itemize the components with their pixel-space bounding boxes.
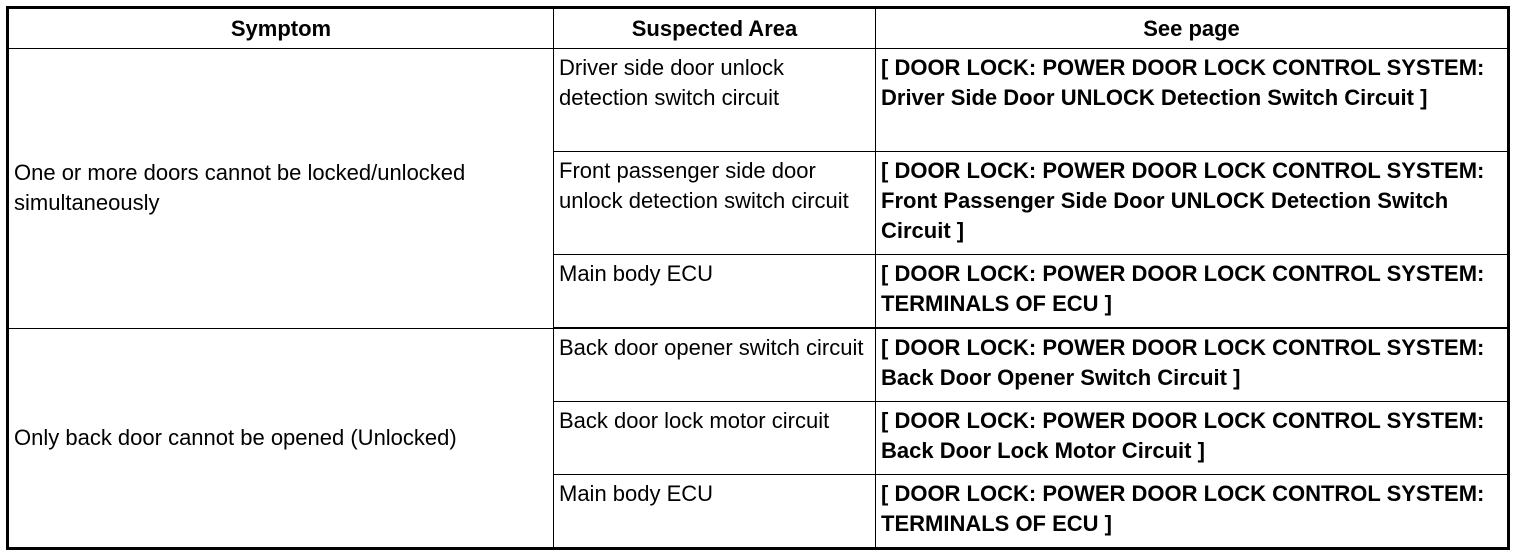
suspected-area-cell: Driver side door unlock detection switch… xyxy=(553,48,876,152)
table-row: Only back door cannot be opened (Unlocke… xyxy=(7,327,1509,549)
table-row: Front passenger side door unlock detecti… xyxy=(8,151,1509,255)
see-page-link[interactable]: [ DOOR LOCK: POWER DOOR LOCK CONTROL SYS… xyxy=(875,151,1509,255)
table-row: Main body ECU [ DOOR LOCK: POWER DOOR LO… xyxy=(8,254,1509,329)
suspected-area-cell: Back door opener switch circuit xyxy=(553,327,876,402)
see-page-link[interactable]: [ DOOR LOCK: POWER DOOR LOCK CONTROL SYS… xyxy=(875,474,1509,549)
suspected-area-cell: Back door lock motor circuit xyxy=(553,401,876,475)
table-header-row: Symptom Suspected Area See page xyxy=(7,7,1509,49)
symptom-cell: One or more doors cannot be locked/unloc… xyxy=(7,48,554,329)
troubleshooting-table: Symptom Suspected Area See page One or m… xyxy=(6,6,1510,550)
symptom-cell: Only back door cannot be opened (Unlocke… xyxy=(7,327,554,549)
see-page-link[interactable]: [ DOOR LOCK: POWER DOOR LOCK CONTROL SYS… xyxy=(875,48,1509,152)
suspected-area-cell: Front passenger side door unlock detecti… xyxy=(553,151,876,255)
see-page-link[interactable]: [ DOOR LOCK: POWER DOOR LOCK CONTROL SYS… xyxy=(875,401,1509,475)
header-symptom: Symptom xyxy=(7,7,554,49)
suspected-area-cell: Main body ECU xyxy=(553,254,876,329)
see-page-link[interactable]: [ DOOR LOCK: POWER DOOR LOCK CONTROL SYS… xyxy=(875,254,1509,329)
table-row: Back door lock motor circuit [ DOOR LOCK… xyxy=(8,401,1509,475)
table-row: Main body ECU [ DOOR LOCK: POWER DOOR LO… xyxy=(8,474,1509,549)
table-row: One or more doors cannot be locked/unloc… xyxy=(7,48,1509,329)
see-page-link[interactable]: [ DOOR LOCK: POWER DOOR LOCK CONTROL SYS… xyxy=(875,327,1509,402)
header-suspected-area: Suspected Area xyxy=(553,7,876,49)
suspected-area-cell: Main body ECU xyxy=(553,474,876,549)
header-see-page: See page xyxy=(875,7,1509,49)
